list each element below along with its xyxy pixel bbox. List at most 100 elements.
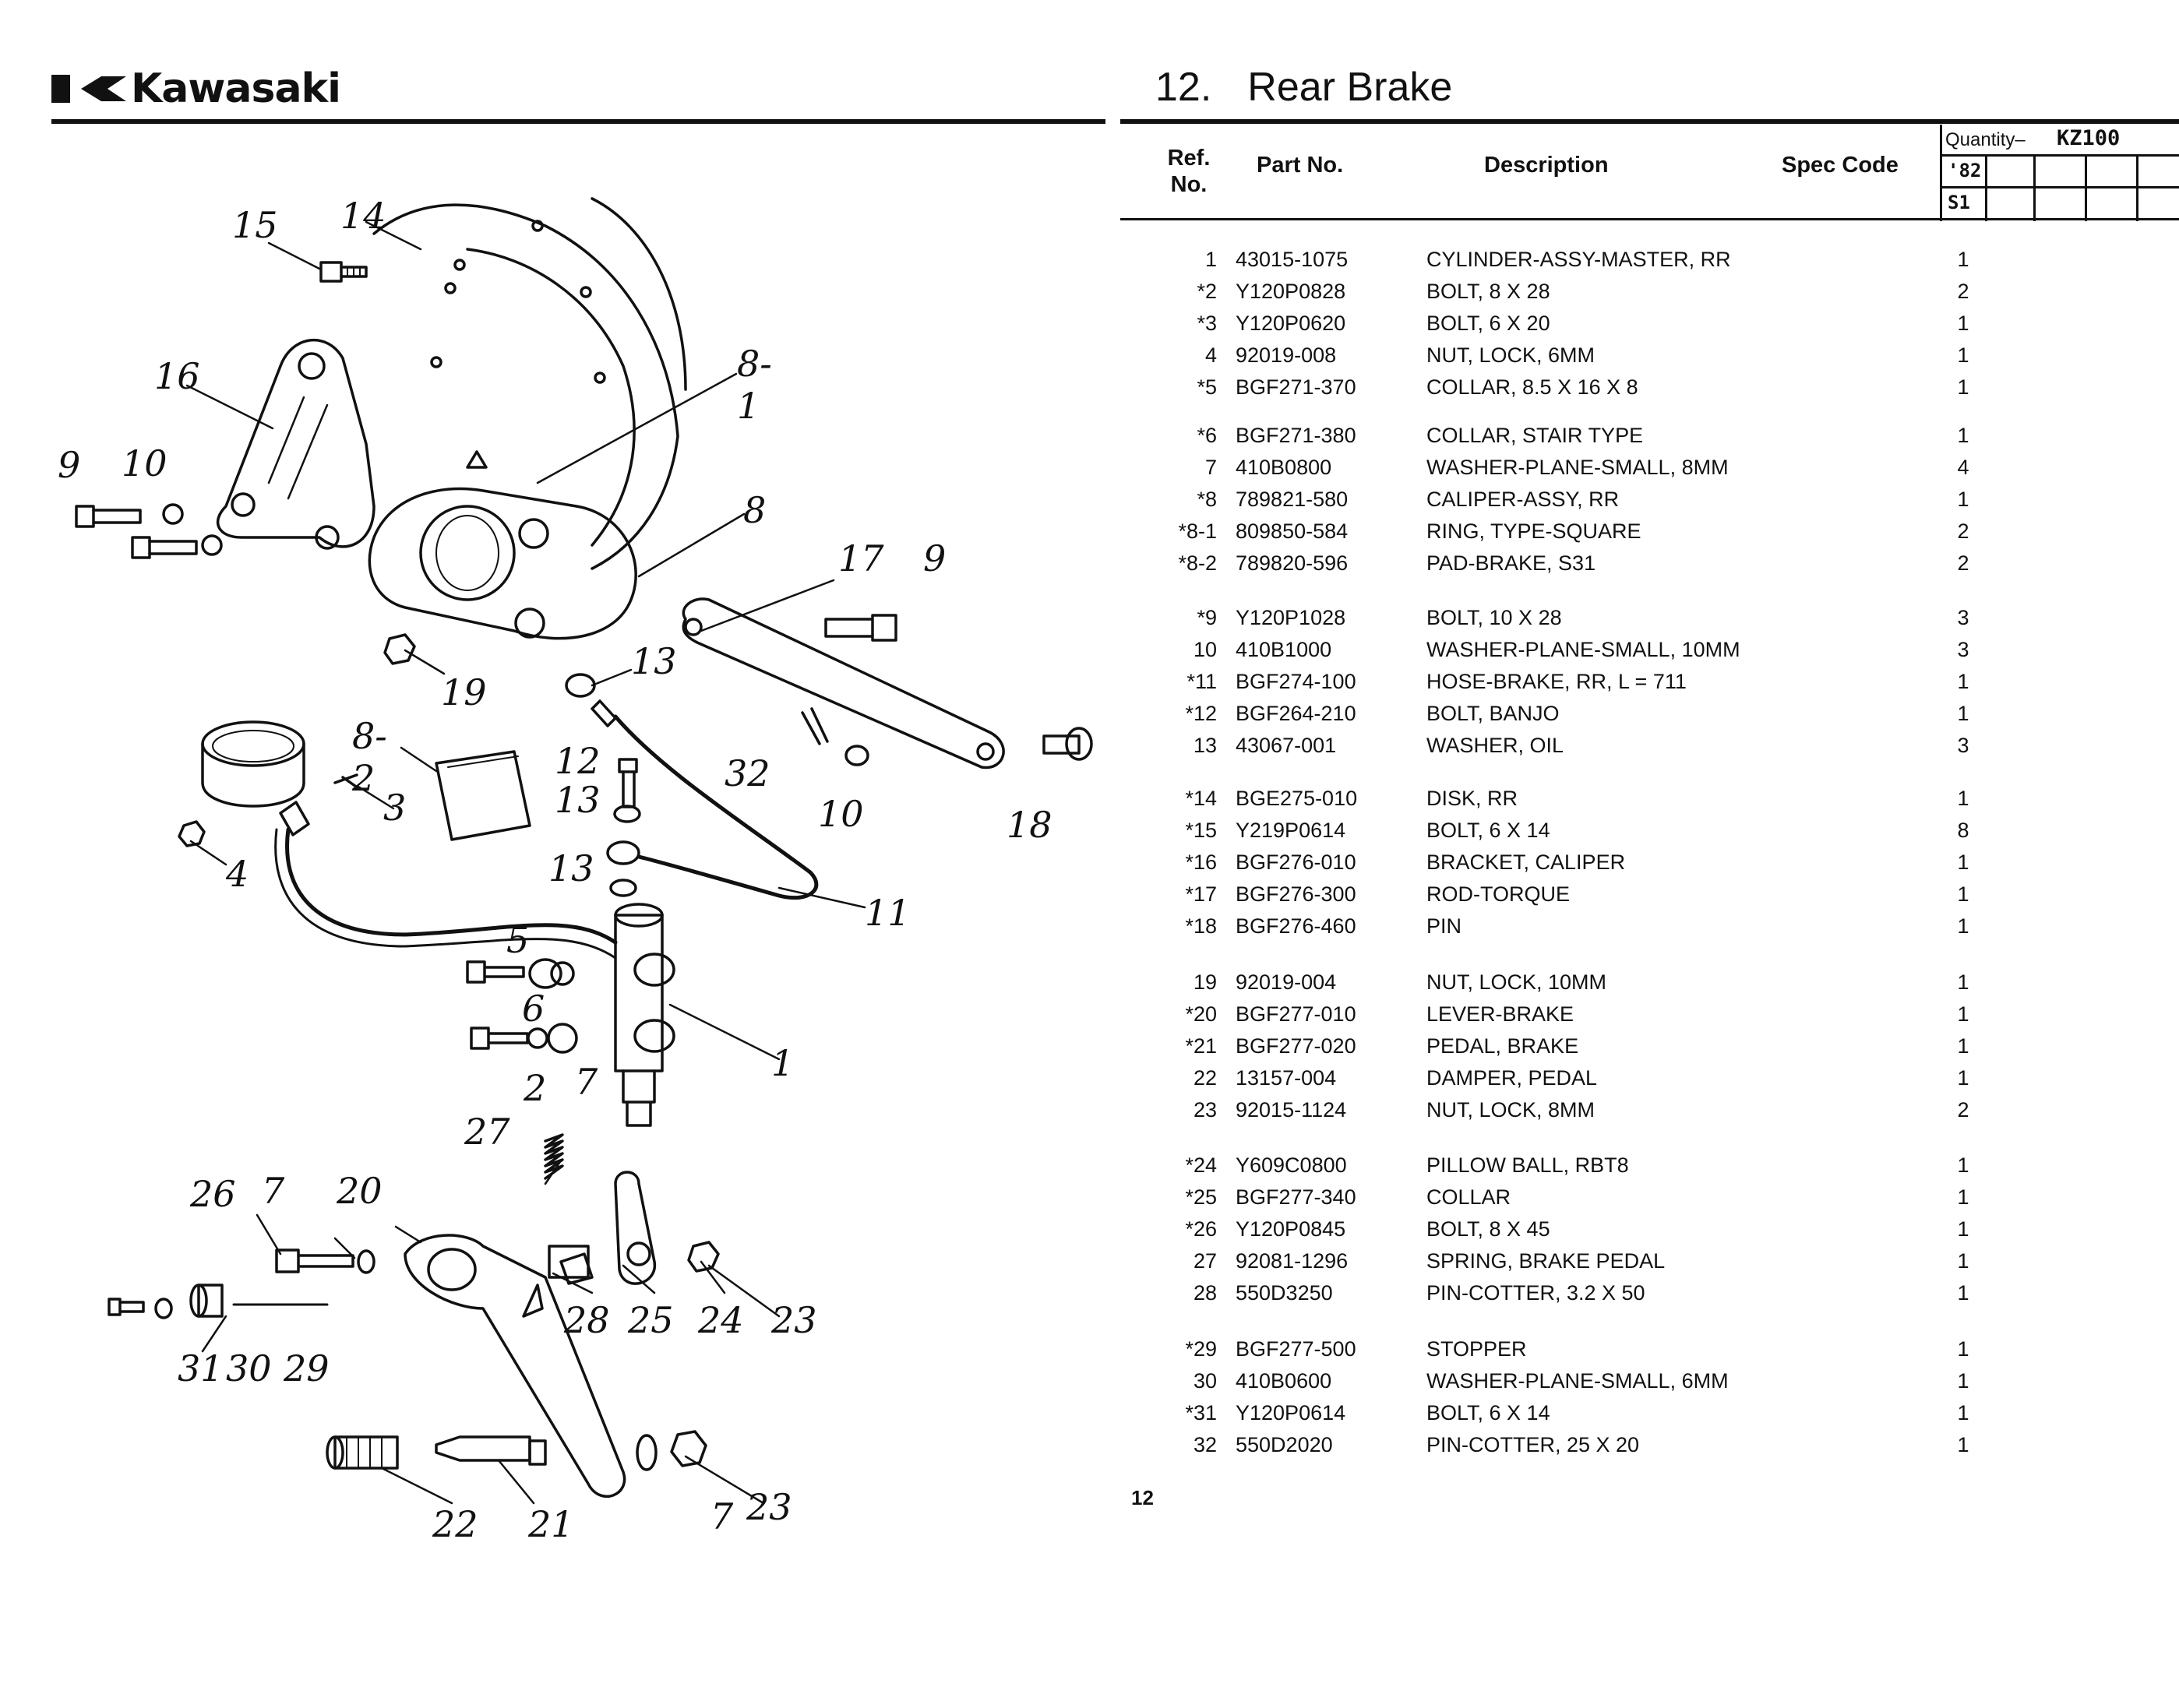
description: PEDAL, BRAKE [1426,1034,1579,1058]
washer-nut-lower-drawing [636,1430,707,1471]
part-no: 550D3250 [1236,1281,1333,1305]
ref-no: *8-1 [1178,519,1217,543]
description: NUT, LOCK, 10MM [1426,970,1607,994]
nut-19-drawing [383,633,416,665]
description: LEVER-BRAKE [1426,1002,1574,1026]
ref-no: *8-2 [1178,551,1217,575]
part-no: 92015-1124 [1236,1098,1347,1122]
part-no: 92081-1296 [1236,1249,1349,1273]
ref-no: *2 [1197,280,1217,303]
part-no: 550D2020 [1236,1433,1333,1456]
part-no: 410B1000 [1236,638,1332,661]
quantity: 3 [1957,734,1969,757]
quantity: 1 [1957,1369,1969,1393]
part-no: BGF277-020 [1236,1034,1356,1058]
brake-lever-drawing [404,1234,626,1498]
callout-label: 14 [340,195,386,237]
ref-no: *24 [1185,1153,1217,1177]
quantity: 1 [1957,488,1969,511]
part-no: BGE275-010 [1236,787,1358,810]
callout-label: 12 [555,740,601,782]
ref-no: 4 [1204,343,1217,367]
ref-no: *3 [1197,312,1217,335]
part-no: Y120P0620 [1236,312,1346,335]
quantity: 1 [1957,850,1969,874]
description: BOLT, 6 X 20 [1426,312,1550,335]
description: COLLAR, STAIR TYPE [1426,424,1644,447]
part-no: 809850-584 [1236,519,1349,543]
quantity: 1 [1957,970,1969,994]
callout-label: 23 [746,1486,792,1528]
ref-no: *12 [1185,702,1217,725]
ref-no: *17 [1185,882,1217,906]
kawasaki-k-icon [81,76,126,101]
callout-label: 8-2 [352,715,387,799]
description: DISK, RR [1426,787,1518,810]
qty-grid-line [2033,154,2036,221]
callout-label: 4 [226,853,249,895]
callout-label: 8-1 [737,343,772,427]
callout-label: 23 [771,1299,817,1341]
part-no: BGF276-460 [1236,914,1356,938]
quantity: 1 [1957,1153,1969,1177]
callout-label: 17 [838,537,884,579]
ref-no: *9 [1197,606,1217,629]
description: BOLT, 8 X 28 [1426,280,1550,303]
part-no: 13157-004 [1236,1066,1337,1090]
quantity: 3 [1957,638,1969,661]
callout-label: 6 [522,988,545,1030]
quantity: 1 [1957,1281,1969,1305]
callout-label: 30 [226,1347,272,1389]
column-header-ref: Ref. No. [1167,146,1211,197]
quantity: 3 [1957,606,1969,629]
part-no: BGF271-370 [1236,375,1356,399]
callout-label: 10 [818,793,864,835]
description: BOLT, 6 X 14 [1426,819,1550,842]
header-rule-left [51,119,1105,124]
quantity: 1 [1957,1249,1969,1273]
part-no: 410B0600 [1236,1369,1332,1393]
callout-label: 27 [464,1111,510,1153]
header-rule-right [1120,119,2179,124]
callout-label: 20 [337,1170,383,1212]
part-no: 92019-008 [1236,343,1337,367]
description: DAMPER, PEDAL [1426,1066,1598,1090]
part-no: Y120P0845 [1236,1217,1346,1241]
ref-no: *6 [1197,424,1217,447]
description: PIN-COTTER, 25 X 20 [1426,1433,1640,1456]
description: CYLINDER-ASSY-MASTER, RR [1426,248,1731,271]
callout-label: 1 [771,1042,795,1084]
callout-label: 2 [524,1067,547,1109]
quantity: 1 [1957,343,1969,367]
part-no: BGF264-210 [1236,702,1356,725]
quantity: 2 [1957,1098,1969,1122]
pin-18-drawing [1042,727,1093,761]
description: COLLAR, 8.5 X 16 X 8 [1426,375,1638,399]
part-no: 43015-1075 [1236,248,1349,271]
quantity: 1 [1957,787,1969,810]
ref-no: *21 [1185,1034,1217,1058]
callout-label: 3 [383,787,407,829]
ref-no: 22 [1193,1066,1217,1090]
qty-grid-line [1940,186,2179,188]
reservoir-drawing [178,720,618,960]
ref-no: *25 [1185,1185,1217,1209]
